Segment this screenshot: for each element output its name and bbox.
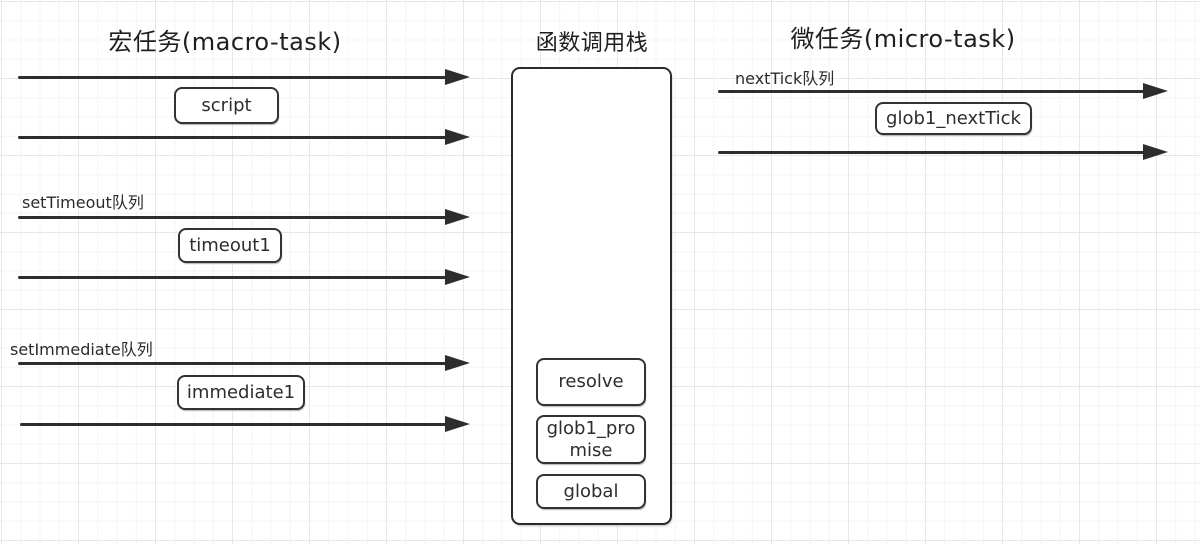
task-node-immediate1: immediate1 — [177, 375, 305, 410]
settimeout-queue-arrow-top — [18, 209, 470, 225]
macro-task-title: 宏任务(macro-task) — [108, 28, 342, 56]
setimmediate-queue-label: setImmediate队列 — [10, 340, 153, 359]
nexttick-queue-arrow-top — [718, 83, 1168, 99]
arrow-head-icon — [445, 416, 470, 432]
stack-frame-resolve: resolve — [536, 358, 646, 406]
task-node-glob1-nexttick: glob1_nextTick — [875, 102, 1032, 135]
arrow-head-icon — [1143, 83, 1168, 99]
settimeout-queue-label: setTimeout队列 — [22, 193, 144, 212]
arrow-shaft — [18, 135, 454, 139]
script-queue-arrow-bottom — [18, 129, 470, 145]
arrow-head-icon — [445, 69, 470, 85]
arrow-head-icon — [445, 209, 470, 225]
arrow-head-icon — [445, 355, 470, 371]
script-queue-arrow-top — [18, 69, 470, 85]
stack-frame-glob1-promise: glob1_promise — [536, 415, 646, 464]
nexttick-queue-arrow-bottom — [718, 144, 1168, 160]
micro-task-title: 微任务(micro-task) — [790, 25, 1016, 53]
arrow-head-icon — [445, 269, 470, 285]
arrow-shaft — [18, 75, 454, 79]
arrow-shaft — [18, 215, 454, 219]
setimmediate-queue-arrow-bottom — [20, 416, 470, 432]
stack-frame-global: global — [536, 474, 646, 509]
arrow-shaft — [718, 89, 1152, 93]
call-stack-title: 函数调用栈 — [535, 31, 649, 56]
settimeout-queue-arrow-bottom — [18, 269, 470, 285]
arrow-shaft — [718, 150, 1152, 154]
arrow-head-icon — [1143, 144, 1168, 160]
arrow-shaft — [18, 275, 454, 279]
arrow-shaft — [18, 361, 454, 365]
arrow-shaft — [20, 422, 454, 426]
task-node-script: script — [174, 87, 279, 124]
arrow-head-icon — [445, 129, 470, 145]
task-node-timeout1: timeout1 — [178, 228, 282, 263]
nexttick-queue-label: nextTick队列 — [735, 69, 835, 88]
setimmediate-queue-arrow-top — [18, 355, 470, 371]
